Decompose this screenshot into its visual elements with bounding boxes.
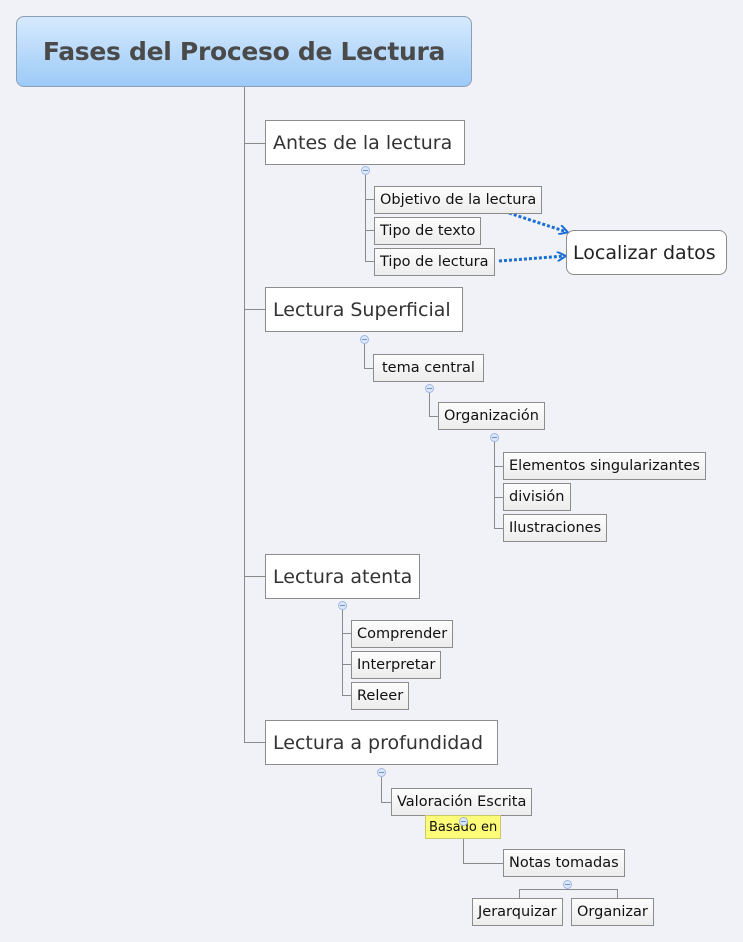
connector: [342, 633, 351, 634]
connector: [494, 466, 503, 467]
subtopic-releer[interactable]: Releer: [351, 682, 410, 710]
subtopic-jerarquizar[interactable]: Jerarquizar: [472, 898, 563, 926]
collapse-toggle-icon[interactable]: [338, 601, 347, 610]
connector: [364, 343, 365, 368]
connector: [365, 230, 374, 231]
subtopic-interpretar[interactable]: Interpretar: [351, 651, 442, 679]
connector: [342, 664, 351, 665]
subtopic-objetivo-de-la-lectura[interactable]: Objetivo de la lectura: [374, 186, 543, 214]
connector: [365, 175, 366, 262]
connector: [244, 309, 265, 310]
subtopic-notas-tomadas[interactable]: Notas tomadas: [503, 849, 625, 877]
relationship-tipo-lectura-localizar: [498, 256, 565, 263]
collapse-toggle-icon[interactable]: [563, 880, 572, 889]
relationship-objetivo-localizar: [508, 211, 567, 232]
subtopic-organizar[interactable]: Organizar: [571, 898, 654, 926]
floating-topic-localizar-datos[interactable]: Localizar datos: [566, 230, 727, 275]
connector: [381, 777, 382, 802]
collapse-toggle-icon[interactable]: [360, 335, 369, 344]
subtopic-ilustraciones[interactable]: Ilustraciones: [503, 514, 608, 542]
connector: [494, 497, 503, 498]
subtopic-tipo-de-texto[interactable]: Tipo de texto: [374, 217, 482, 245]
connector: [381, 802, 391, 803]
topic-lectura-a-profundidad[interactable]: Lectura a profundidad: [265, 720, 498, 765]
connector: [463, 863, 503, 864]
collapse-toggle-icon[interactable]: [377, 768, 386, 777]
subtopic-valoracion-escrita[interactable]: Valoración Escrita: [391, 788, 533, 816]
trunk-line: [244, 87, 245, 743]
connector: [494, 528, 503, 529]
connector: [519, 889, 617, 890]
subtopic-tema-central[interactable]: tema central: [373, 354, 484, 382]
topic-lectura-atenta[interactable]: Lectura atenta: [265, 554, 420, 599]
connector: [429, 392, 430, 416]
subtopic-tipo-de-lectura[interactable]: Tipo de lectura: [374, 248, 495, 276]
collapse-toggle-icon[interactable]: [490, 433, 499, 442]
connector: [617, 889, 618, 899]
subtopic-comprender[interactable]: Comprender: [351, 620, 454, 648]
topic-antes-de-la-lectura[interactable]: Antes de la lectura: [265, 120, 465, 165]
connector: [365, 199, 374, 200]
connector: [364, 368, 374, 369]
root-topic[interactable]: Fases del Proceso de Lectura: [16, 16, 472, 87]
topic-lectura-superficial[interactable]: Lectura Superficial: [265, 287, 463, 332]
connector: [342, 695, 351, 696]
subtopic-elementos-singularizantes[interactable]: Elementos singularizantes: [503, 452, 706, 480]
connector: [365, 261, 374, 262]
connector: [429, 416, 438, 417]
connector: [244, 576, 265, 577]
connector: [494, 441, 495, 529]
connector: [244, 742, 265, 743]
connector: [342, 609, 343, 696]
connector: [244, 143, 265, 144]
subtopic-division[interactable]: división: [503, 483, 571, 511]
subtopic-organizacion[interactable]: Organización: [438, 402, 545, 430]
collapse-toggle-icon[interactable]: [459, 817, 468, 826]
connector: [463, 826, 464, 864]
collapse-toggle-icon[interactable]: [361, 166, 370, 175]
collapse-toggle-icon[interactable]: [425, 384, 434, 393]
connector: [519, 889, 520, 899]
